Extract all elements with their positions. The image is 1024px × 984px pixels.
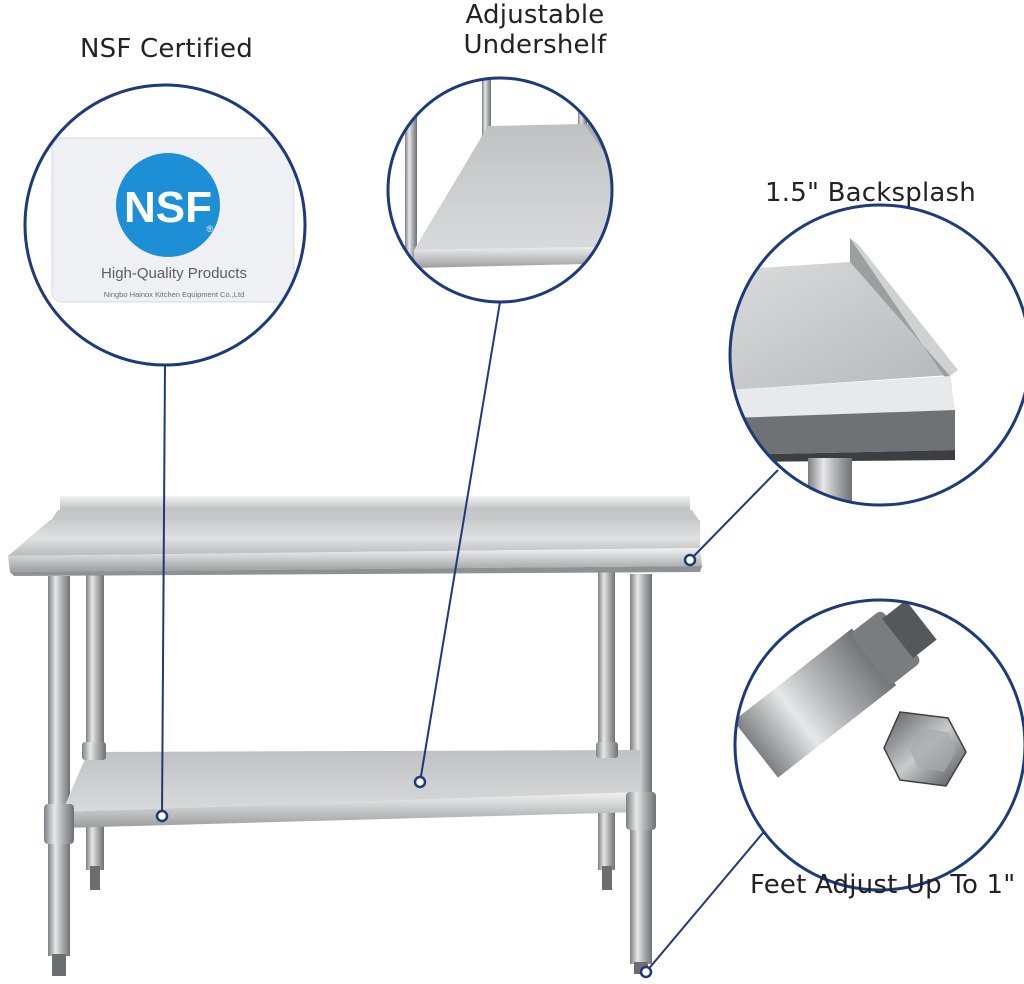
undershelf-callout-line: [419, 301, 501, 783]
work-table: [8, 496, 702, 976]
front-left-leg: [48, 576, 70, 956]
feet-callout: [733, 598, 1024, 892]
front-right-leg: [630, 574, 652, 964]
nsf-registered-mark: ®: [207, 224, 214, 234]
rear-left-foot: [90, 866, 100, 890]
backsplash-callout-line: [689, 469, 779, 561]
feet-callout-line: [645, 814, 779, 973]
nsf-certified-callout: NSF ® High-Quality Products Ningbo Haino…: [23, 83, 307, 367]
adjustable-undershelf-label: Adjustable Undershelf: [460, 0, 610, 60]
nsf-certified-label: NSF Certified: [80, 34, 253, 64]
backsplash-callout: [728, 203, 1024, 507]
undershelf-callout: [386, 76, 614, 304]
table-front-edge: [8, 548, 702, 572]
undershelf: [62, 750, 640, 812]
nsf-callout-line: [161, 364, 166, 817]
nsf-callout-dot: [155, 809, 169, 823]
nsf-card-line1: High-Quality Products: [101, 265, 247, 282]
undershelf-callout-dot: [413, 775, 427, 789]
backsplash-label: 1.5" Backsplash: [765, 178, 976, 208]
table-top: [8, 520, 700, 556]
nsf-logo-text: NSF: [124, 183, 212, 232]
nsf-card-line2: Ningbo Hainox Kitchen Equipment Co.,Ltd: [104, 290, 245, 299]
front-left-foot: [52, 954, 66, 976]
undershelf-label-line2: Undershelf: [463, 30, 607, 60]
rear-right-leg: [598, 570, 615, 870]
nsf-logo-icon: [116, 153, 220, 257]
undershelf-label-line1: Adjustable: [465, 0, 605, 30]
rear-right-foot: [602, 866, 612, 890]
callout-lines: [161, 301, 779, 973]
backsplash-callout-dot: [683, 553, 697, 567]
feet-callout-dot: [639, 965, 653, 979]
feet-adjust-label: Feet Adjust Up To 1": [750, 870, 1016, 900]
callout-dots: [155, 553, 697, 979]
undershelf-front-edge: [62, 792, 640, 828]
